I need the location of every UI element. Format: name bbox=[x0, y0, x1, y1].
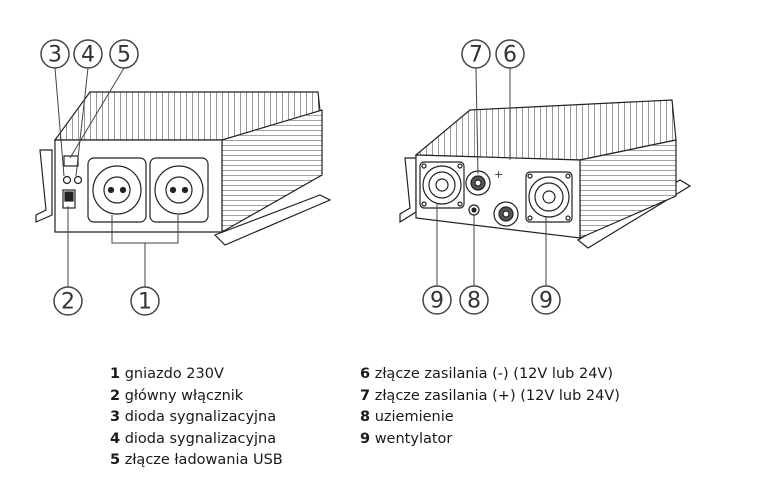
legend-item: 7 złącze zasilania (+) (12V lub 24V) bbox=[360, 387, 620, 404]
led-indicator-1 bbox=[62, 175, 72, 185]
fan-2 bbox=[525, 171, 573, 223]
terminal-negative bbox=[493, 201, 519, 227]
svg-text:8: 8 bbox=[467, 289, 481, 314]
leader-lines-left bbox=[54, 67, 179, 288]
ground-screw bbox=[468, 204, 480, 216]
legend-left: 1 gniazdo 230V 2 główny włącznik 3 dioda… bbox=[110, 364, 283, 472]
terminal-positive bbox=[465, 170, 491, 196]
socket-1 bbox=[87, 157, 147, 223]
legend-item: 6 złącze zasilania (-) (12V lub 24V) bbox=[360, 366, 613, 382]
callouts-left: 3 4 5 2 1 bbox=[40, 39, 160, 316]
svg-text:9: 9 bbox=[539, 289, 553, 314]
mounting-bracket-left bbox=[35, 149, 53, 223]
callout-8: 8 bbox=[459, 285, 489, 315]
callout-5: 5 bbox=[109, 39, 139, 69]
mounting-flange-right bbox=[213, 194, 332, 246]
inverter-front-view bbox=[35, 91, 332, 246]
callout-9-left: 9 bbox=[422, 285, 452, 315]
legend-item: 8 uziemienie bbox=[360, 409, 454, 425]
callout-7: 7 bbox=[461, 39, 491, 69]
legend-item: 3 dioda sygnalizacyjna bbox=[110, 409, 277, 425]
callout-4: 4 bbox=[73, 39, 103, 69]
legend-item: 9 wentylator bbox=[360, 430, 453, 447]
usb-port bbox=[63, 155, 79, 167]
svg-text:2: 2 bbox=[61, 290, 75, 315]
svg-text:7: 7 bbox=[469, 43, 483, 68]
callout-9-right: 9 bbox=[531, 285, 561, 315]
fan-1 bbox=[419, 161, 465, 209]
callout-2: 2 bbox=[53, 286, 83, 316]
svg-text:9: 9 bbox=[430, 289, 444, 314]
legend-item: 5 złącze ładowania USB bbox=[110, 452, 283, 468]
legend-right: 6 złącze zasilania (-) (12V lub 24V) 7 z… bbox=[360, 364, 620, 450]
svg-text:1: 1 bbox=[138, 290, 152, 315]
svg-text:6: 6 bbox=[503, 43, 517, 68]
svg-text:3: 3 bbox=[48, 43, 62, 68]
legend-item: 4 dioda sygnalizacyjna bbox=[110, 430, 277, 447]
svg-text:4: 4 bbox=[81, 43, 95, 68]
callout-3: 3 bbox=[40, 39, 70, 69]
minus-sign: + bbox=[494, 168, 503, 181]
led-indicator-2 bbox=[73, 175, 83, 185]
mounting-bracket-rear-left bbox=[399, 157, 417, 224]
socket-2 bbox=[149, 157, 209, 223]
leader-lines-right bbox=[436, 67, 547, 286]
inverter-diagram: 3 4 5 2 1 bbox=[35, 39, 692, 316]
callout-1: 1 bbox=[130, 286, 160, 316]
legend-item: 2 główny włącznik bbox=[110, 387, 244, 404]
inverter-rear-view bbox=[399, 99, 692, 249]
callouts-right: 7 6 9 8 9 bbox=[422, 39, 561, 315]
legend-item: 1 gniazdo 230V bbox=[110, 366, 224, 382]
callout-6: 6 bbox=[495, 39, 525, 69]
svg-text:5: 5 bbox=[117, 43, 131, 68]
